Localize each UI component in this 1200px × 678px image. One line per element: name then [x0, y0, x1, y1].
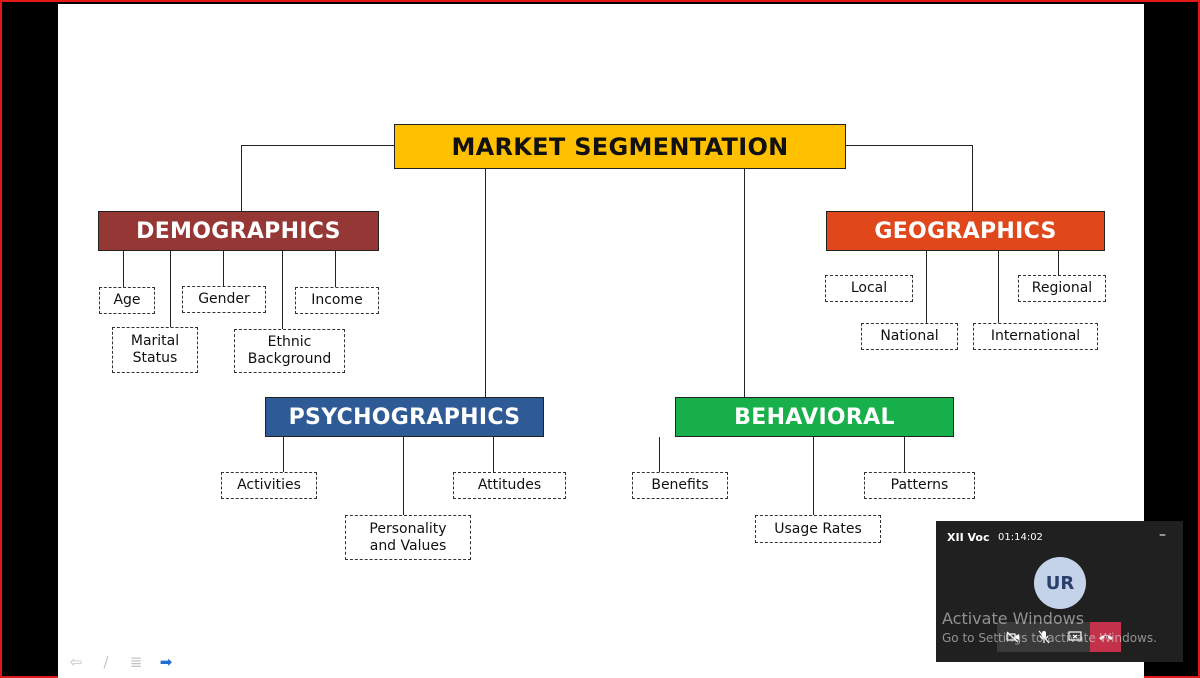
call-name: XII Voc	[947, 531, 990, 544]
item-age: Age	[99, 287, 155, 314]
item-patterns: Patterns	[864, 472, 975, 499]
pen-icon[interactable]: ∕	[103, 653, 109, 671]
category-psychographics: PSYCHOGRAPHICS	[265, 397, 544, 437]
connector	[123, 251, 124, 287]
slide: MARKET SEGMENTATION DEMOGRAPHICS GEOGRAP…	[58, 4, 1144, 678]
connector	[170, 251, 171, 327]
connector	[998, 251, 999, 323]
connector	[846, 145, 973, 146]
activation-watermark-title: Activate Windows	[942, 609, 1085, 628]
call-timer: 01:14:02	[998, 532, 1043, 543]
connector	[241, 145, 394, 146]
forward-arrow-icon[interactable]: ➡	[159, 653, 173, 671]
connector	[335, 251, 336, 287]
diagram-title: MARKET SEGMENTATION	[394, 124, 846, 169]
item-ethnic-background: Ethnic Background	[234, 329, 345, 373]
item-national: National	[861, 323, 958, 350]
connector	[485, 169, 486, 397]
item-local: Local	[825, 275, 913, 302]
connector	[904, 437, 905, 472]
item-marital-status: Marital Status	[112, 327, 198, 373]
connector	[223, 251, 224, 286]
connector	[1058, 251, 1059, 275]
item-usage-rates: Usage Rates	[755, 515, 881, 543]
connector	[926, 251, 927, 325]
mic-off-icon[interactable]	[1028, 622, 1059, 652]
activation-watermark-subtitle: Go to Settings to activate Windows.	[942, 631, 1157, 645]
item-international: International	[973, 323, 1098, 350]
category-behavioral: BEHAVIORAL	[675, 397, 954, 437]
item-gender: Gender	[182, 286, 266, 313]
menu-icon[interactable]: ≣	[129, 653, 143, 671]
category-geographics: GEOGRAPHICS	[826, 211, 1105, 251]
item-attitudes: Attitudes	[453, 472, 566, 499]
call-window: XII Voc 01:14:02 – UR Activate Windows G…	[936, 521, 1183, 662]
connector	[283, 437, 284, 472]
camera-off-icon[interactable]	[997, 622, 1028, 652]
avatar: UR	[1034, 557, 1086, 609]
share-screen-icon[interactable]	[1059, 622, 1090, 652]
item-personality-values: Personality and Values	[345, 515, 471, 560]
item-activities: Activities	[221, 472, 317, 499]
hang-up-icon[interactable]	[1090, 622, 1121, 652]
connector	[282, 251, 283, 329]
connector	[813, 437, 814, 515]
connector	[659, 437, 660, 472]
item-benefits: Benefits	[632, 472, 728, 499]
back-arrow-icon[interactable]: ⇦	[69, 653, 83, 671]
category-demographics: DEMOGRAPHICS	[98, 211, 379, 251]
item-regional: Regional	[1018, 275, 1106, 302]
item-income: Income	[295, 287, 379, 314]
connector	[241, 145, 242, 211]
call-controls	[997, 622, 1121, 652]
connector	[972, 145, 973, 211]
minimize-icon[interactable]: –	[1159, 527, 1166, 543]
connector	[403, 437, 404, 515]
connector	[493, 437, 494, 472]
connector	[744, 169, 745, 397]
slideshow-toolbar: ⇦ ∕ ≣ ➡	[66, 652, 176, 672]
